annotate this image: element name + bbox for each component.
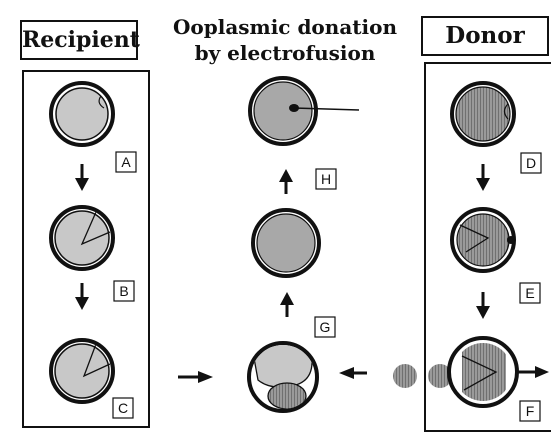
arrow-f-out: [518, 366, 549, 378]
label-b-box: B: [113, 280, 135, 302]
fused-oocyte-middle: [251, 208, 321, 278]
reconstructed-oocyte-h: [248, 76, 360, 146]
label-h: H: [321, 171, 331, 187]
label-a: A: [121, 154, 131, 170]
label-e: E: [525, 285, 534, 301]
recipient-header: Recipient: [20, 20, 140, 60]
arrow-c-to-g: [178, 371, 213, 383]
recipient-oocyte-b: [49, 205, 115, 271]
donor-cytoplast-1: [393, 364, 417, 388]
label-h-box: H: [315, 168, 337, 190]
donor-oocyte-d: [450, 81, 516, 147]
arrow-to-h: [279, 169, 293, 194]
title-line-1: Ooplasmic donation: [172, 15, 397, 39]
label-f: F: [526, 403, 535, 419]
label-a-box: A: [115, 151, 137, 173]
injection-pipette: [293, 107, 360, 111]
arrow-d-to-e: [476, 164, 490, 191]
label-b: B: [119, 283, 128, 299]
arrow-g-to-fusion: [280, 292, 294, 317]
donor-cytoplast-2: [428, 364, 452, 388]
arrow-e-to-f: [476, 292, 490, 319]
label-e-box: E: [519, 282, 541, 304]
donor-oocyte-f: [447, 336, 519, 408]
arrow-b-to-c: [75, 283, 89, 310]
recipient-oocyte-c: [49, 338, 115, 404]
label-g: G: [320, 319, 331, 335]
label-f-box: F: [519, 400, 541, 422]
label-c-box: C: [112, 397, 134, 419]
recipient-oocyte-a: [49, 81, 115, 147]
diagram-title: Ooplasmic donation by electrofusion: [150, 14, 420, 66]
fused-oocyte-g: [247, 341, 319, 413]
donor-header: Donor: [421, 16, 549, 56]
arrow-a-to-b: [75, 164, 89, 191]
title-line-2: by electrofusion: [194, 41, 376, 65]
arrow-f-to-g: [339, 367, 367, 379]
label-d: D: [526, 155, 536, 171]
label-g-box: G: [314, 316, 336, 338]
label-c: C: [118, 400, 128, 416]
donor-oocyte-e: [450, 207, 516, 273]
label-d-box: D: [520, 152, 542, 174]
